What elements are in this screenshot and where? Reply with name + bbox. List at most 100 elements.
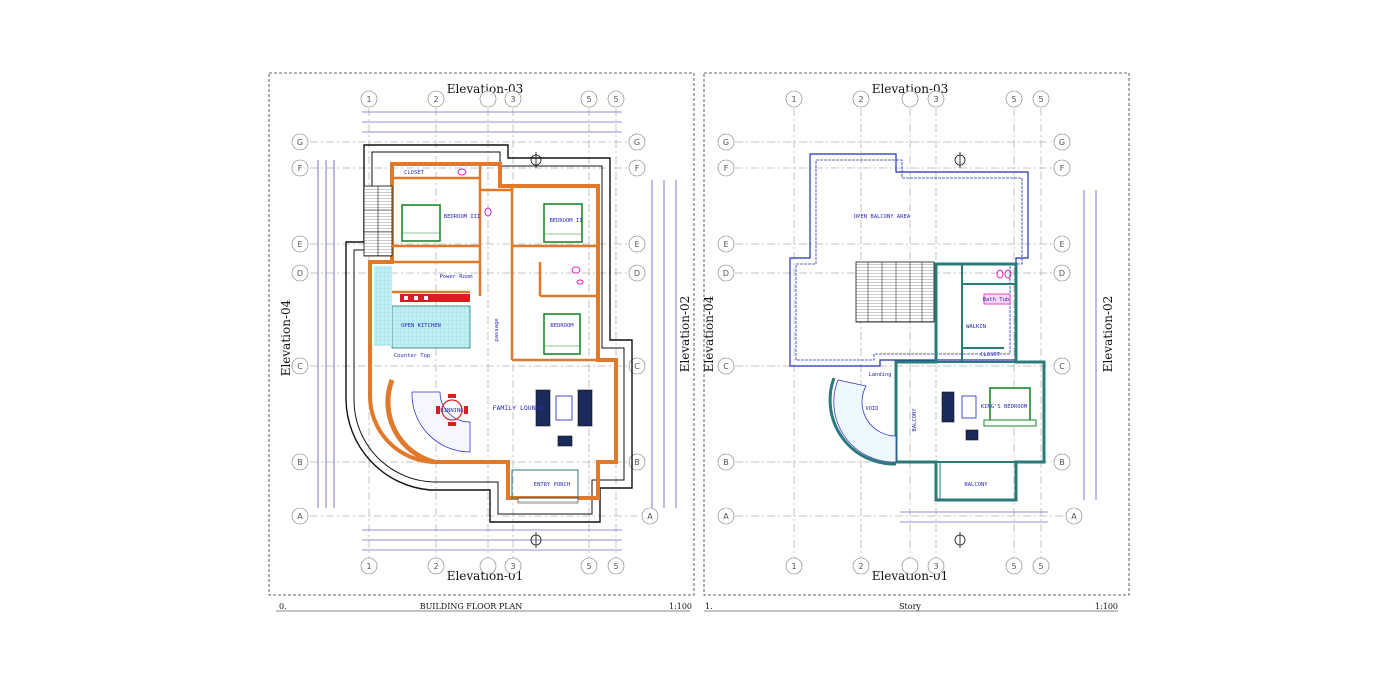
title-name: BUILDING FLOOR PLAN <box>420 602 523 611</box>
panel-frame <box>268 72 695 596</box>
north-arrow-icon-2 <box>954 152 966 548</box>
grid2-col-5b-bottom: 5 <box>1038 562 1043 571</box>
label-closet-upper: CLOSET <box>980 352 1001 358</box>
label-bath-tub: Bath Tub <box>983 297 1010 303</box>
grid-row-G-right: G <box>634 138 640 147</box>
wet-area-tile <box>374 266 392 346</box>
grid-col-2-bottom: 2 <box>433 562 438 571</box>
dining-chairs <box>436 394 468 426</box>
elevation-right-label: Elevation-02 <box>678 296 692 373</box>
grid-col-5: 5 <box>586 95 591 104</box>
lounge-table <box>555 395 573 421</box>
grid-row-D-right: D <box>634 269 640 278</box>
grid-bubble-labels-2: 1 2 3 5 5 1 2 3 5 5 G F E D C B A G F E … <box>723 95 1077 571</box>
label-dinning: DINNING <box>440 408 463 414</box>
label-closet: CLOSET <box>404 170 425 176</box>
grid2-row-B: B <box>723 458 729 467</box>
grid-row-E: E <box>297 240 302 249</box>
outer-apron-inner <box>353 151 625 515</box>
label-landing: Landing <box>868 372 891 378</box>
grid2-row-B-right: B <box>1059 458 1065 467</box>
grid-bubble-labels-rows: G F E D C B A G F E D C B A <box>297 138 653 521</box>
label-entry-porch: ENTRY PORCH <box>534 482 570 488</box>
label-void: VOID <box>865 406 878 412</box>
grid-lines <box>310 108 640 560</box>
open-balcony-outline <box>789 153 1029 367</box>
bath-tub <box>983 293 1011 305</box>
grid-col-5b: 5 <box>613 95 618 104</box>
label-balcony-front: BALCONY <box>964 482 988 488</box>
grid2-row-E-right: E <box>1059 240 1064 249</box>
label-walkin: WALKIN <box>966 324 986 330</box>
grid-row-A-right: A <box>647 512 653 521</box>
grid2-row-G: G <box>723 138 729 147</box>
grid-col-4: 3 <box>510 95 515 104</box>
grid2-row-D-right: D <box>1059 269 1065 278</box>
label-family-lounge: FAMILY LOUNGE <box>493 404 544 412</box>
grid2-row-E: E <box>723 240 728 249</box>
grid2-col-5-bottom: 5 <box>1011 562 1016 571</box>
grid2-row-A: A <box>723 512 729 521</box>
room-labels-upper: OPEN BALCONY AREA BALCONY KING'S BEDROOM… <box>854 214 1028 488</box>
grid2-row-A-right: A <box>1071 512 1077 521</box>
open-balcony-outline-inner <box>795 159 1023 361</box>
upper-table <box>961 395 977 419</box>
grid-row-F: F <box>298 164 303 173</box>
kings-bed-headboard <box>983 419 1037 427</box>
upper-stair <box>855 261 935 323</box>
interior-walls <box>392 164 598 362</box>
title-scale: 1:100 <box>669 602 692 611</box>
entry-steps <box>517 497 579 504</box>
panel-upper-story: Elevation-03 Elevation-01 Elevation-04 E… <box>702 72 1130 612</box>
front-balcony <box>939 461 1017 501</box>
upper-sofas <box>941 391 979 441</box>
grid-row-C-right: C <box>634 362 640 371</box>
grid-col-5b-bottom: 5 <box>613 562 618 571</box>
elevation-left-label: Elevation-04 <box>279 299 293 376</box>
kings-bed <box>989 387 1031 425</box>
dimension-lines <box>317 111 677 551</box>
elevation-left-label-2: Elevation-04 <box>702 295 716 372</box>
grid2-row-D: D <box>723 269 729 278</box>
label-open-balcony: OPEN BALCONY AREA <box>854 214 911 220</box>
room-labels-ground: BEDROOM III BEDROOM II BEDROOM CLOSET OP… <box>394 170 583 488</box>
grid-bubble-labels-cols: 1 2 3 5 5 1 2 3 5 5 <box>366 95 618 571</box>
upper-curved-wall <box>828 377 897 466</box>
grid2-col-1: 1 <box>791 95 796 104</box>
grid2-col-4-bottom: 3 <box>933 562 938 571</box>
spiral-stair <box>411 391 471 453</box>
grid2-col-2: 2 <box>858 95 863 104</box>
dimension-lines-2 <box>900 190 1097 523</box>
upper-curved-stair <box>833 379 897 463</box>
outer-apron <box>345 144 633 523</box>
elevation-top-label: Elevation-03 <box>447 82 524 96</box>
grid-lines-2 <box>735 108 1074 560</box>
label-counter-top: Counter Top <box>394 353 430 359</box>
grid2-row-F-right: F <box>1060 164 1065 173</box>
grid-col-5-bottom: 5 <box>586 562 591 571</box>
title-index-2: 1. <box>705 602 713 611</box>
label-passage: passage <box>494 318 500 341</box>
title-name-2: Story <box>899 602 921 611</box>
exterior-walls <box>368 162 618 500</box>
grid-col-2: 2 <box>433 95 438 104</box>
dining-curved-wall <box>385 379 435 465</box>
grid2-col-2-bottom: 2 <box>858 562 863 571</box>
grid-row-A: A <box>297 512 303 521</box>
grid-col-1: 1 <box>366 95 371 104</box>
grid-row-F-right: F <box>635 164 640 173</box>
panel-ground-floor: Elevation-03 Elevation-01 Elevation-04 E… <box>268 72 695 612</box>
grid-col-1-bottom: 1 <box>366 562 371 571</box>
label-bedroom-3: BEDROOM III <box>444 214 480 220</box>
label-kings-bedroom: KING'S BEDROOM <box>981 404 1028 410</box>
grid2-col-5: 5 <box>1011 95 1016 104</box>
bed-bedroom-3 <box>401 204 441 242</box>
grid2-row-F: F <box>724 164 729 173</box>
label-bedroom-1: BEDROOM <box>550 323 574 329</box>
grid2-row-C: C <box>723 362 729 371</box>
dining-table <box>441 399 463 421</box>
lounge-sofas <box>535 389 593 447</box>
grid2-col-1-bottom: 1 <box>791 562 796 571</box>
label-balcony-side: BALCONY <box>912 408 918 432</box>
